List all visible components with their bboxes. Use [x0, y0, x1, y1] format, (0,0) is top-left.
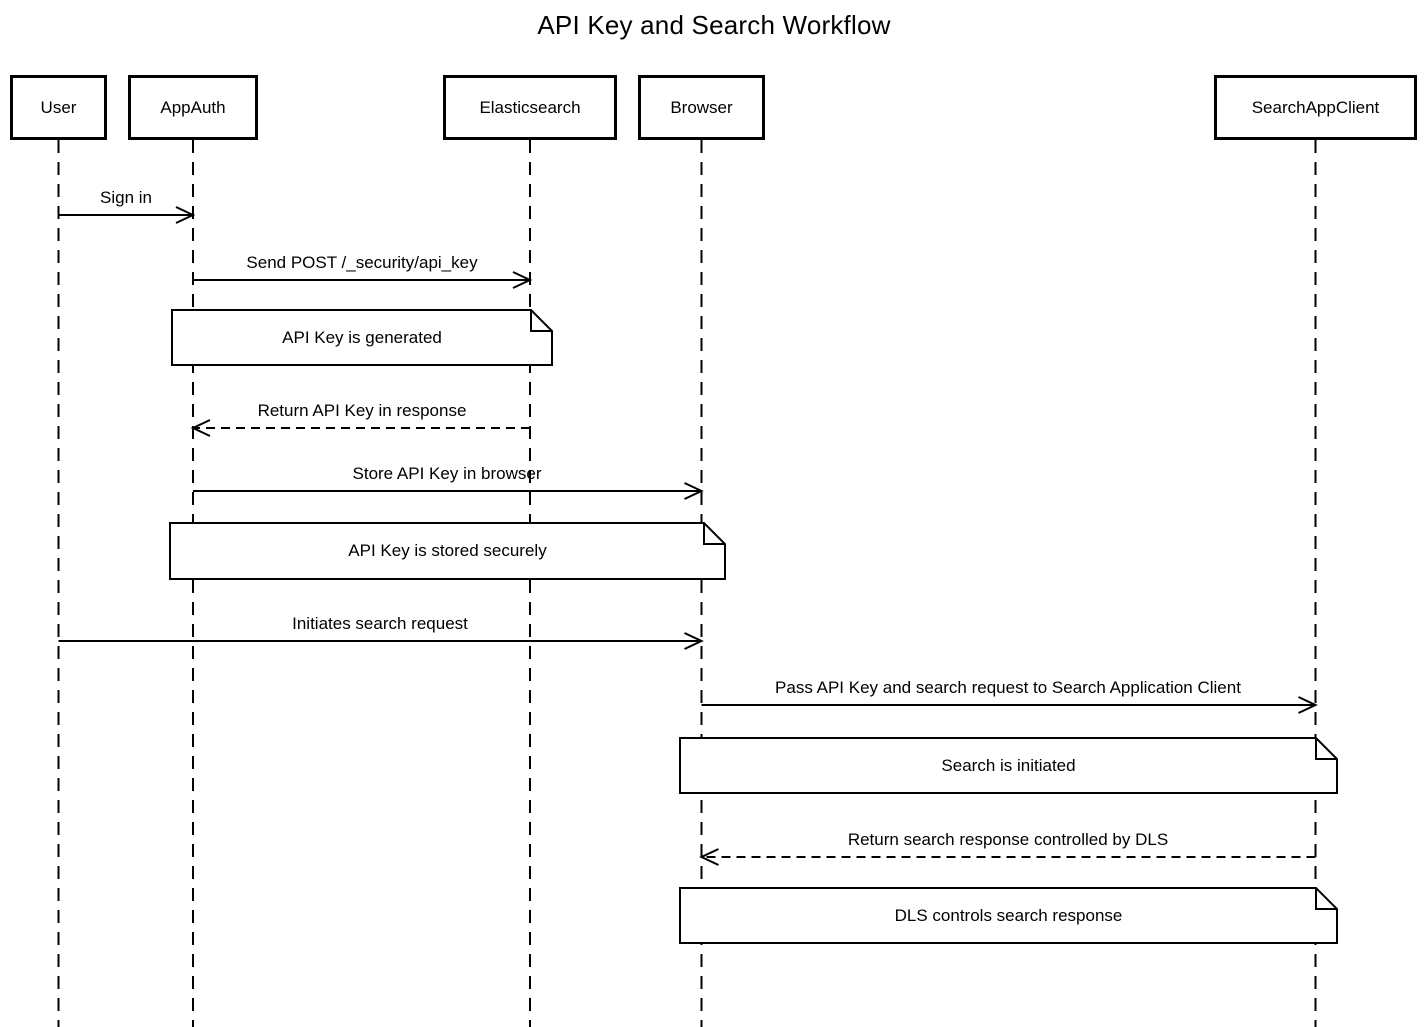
- note-shape-dls-controls: [679, 887, 1338, 944]
- note-shape-search-initiated: [679, 737, 1338, 794]
- note-shape-api-key-stored: [169, 522, 726, 580]
- participant-appauth-label: AppAuth: [160, 97, 226, 117]
- note-shapes: [169, 309, 1338, 944]
- note-shape-api-key-generated: [171, 309, 553, 366]
- arrowhead-send-post: [512, 271, 533, 289]
- arrowhead-initiates-search: [684, 632, 704, 650]
- message-label-initiates-search: Initiates search request: [292, 614, 468, 633]
- arrowhead-sign-in: [175, 206, 196, 224]
- participant-searchappclient-label: SearchAppClient: [1251, 97, 1380, 117]
- note-fold-api-key-stored: [703, 523, 725, 545]
- message-label-return-api-key: Return API Key in response: [257, 401, 467, 420]
- lifelines: [57, 140, 1317, 1027]
- message-label-pass-api-key: Pass API Key and search request to Searc…: [775, 678, 1241, 697]
- diagram-title: API Key and Search Workflow: [537, 10, 891, 40]
- participant-browser-label: Browser: [670, 97, 733, 117]
- note-fold-dls-controls: [1315, 888, 1337, 910]
- arrowhead-pass-api-key: [1298, 696, 1318, 714]
- participant-user-label: User: [40, 97, 77, 117]
- note-text-search-initiated: Search is initiated: [941, 755, 1076, 775]
- note-fold-search-initiated: [1315, 738, 1337, 760]
- note-text-api-key-stored: API Key is stored securely: [348, 541, 547, 560]
- participant-user: User: [10, 75, 107, 140]
- arrowhead-store-api-key: [684, 482, 704, 500]
- message-label-store-api-key: Store API Key in browser: [352, 464, 542, 483]
- message-label-sign-in: Sign in: [100, 188, 152, 207]
- arrowhead-return-api-key: [190, 419, 211, 437]
- participant-searchappclient: SearchAppClient: [1214, 75, 1417, 140]
- participant-appauth: AppAuth: [128, 75, 258, 140]
- arrowhead-return-search-response: [699, 848, 719, 866]
- participant-elasticsearch-label: Elasticsearch: [479, 97, 581, 117]
- message-label-send-post: Send POST /_security/api_key: [246, 253, 478, 272]
- message-label-return-search-response: Return search response controlled by DLS: [847, 830, 1169, 849]
- participant-elasticsearch: Elasticsearch: [443, 75, 617, 140]
- note-text-api-key-generated: API Key is generated: [282, 327, 442, 347]
- message-arrows: [58, 206, 1318, 866]
- note-fold-api-key-generated: [530, 310, 552, 332]
- note-text-dls-controls: DLS controls search response: [894, 905, 1123, 925]
- participant-browser: Browser: [638, 75, 765, 140]
